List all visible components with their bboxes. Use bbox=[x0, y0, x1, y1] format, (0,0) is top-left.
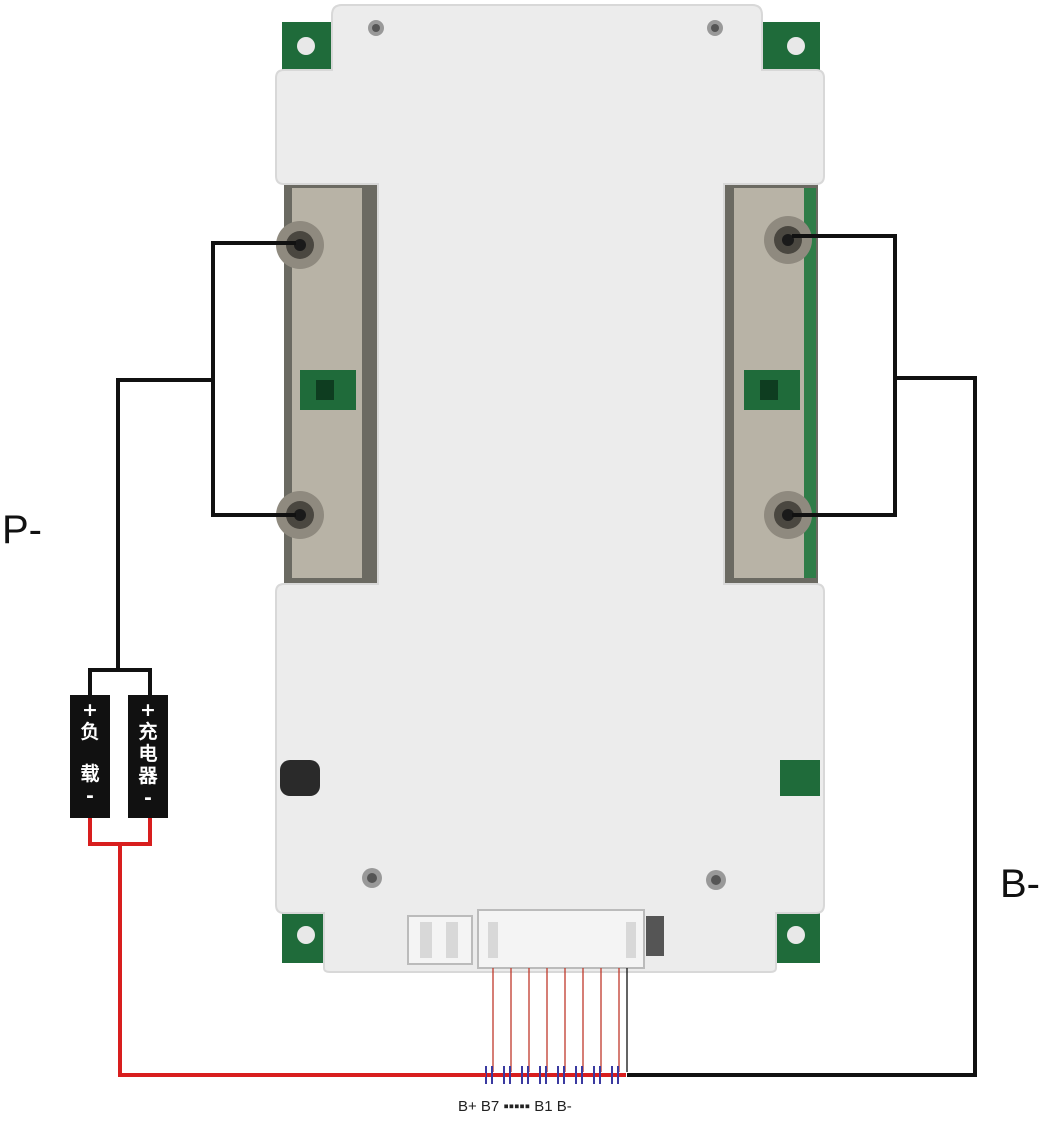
red-positive-wires bbox=[88, 818, 486, 1077]
b-minus-label: B- bbox=[1000, 862, 1040, 906]
connector-icon bbox=[407, 909, 664, 969]
charger-char-1: 充 bbox=[138, 721, 158, 743]
b-minus-wires bbox=[627, 234, 977, 1077]
bms-board bbox=[275, 4, 825, 973]
load-plus: + bbox=[82, 699, 98, 721]
balance-wires bbox=[492, 968, 628, 1072]
charger-char-3: 器 bbox=[138, 765, 158, 787]
balance-pin-bar bbox=[484, 1066, 626, 1084]
mounting-hole-icon bbox=[362, 20, 726, 890]
balance-pins-label: B+ B7 ▪▪▪▪▪ B1 B- bbox=[458, 1098, 572, 1115]
load-char-2: 载 bbox=[80, 763, 100, 785]
charger-plus: + bbox=[140, 699, 156, 721]
p-minus-label: P- bbox=[2, 508, 42, 552]
left-notch bbox=[280, 760, 320, 796]
p-minus-wires bbox=[88, 241, 296, 695]
pcb-corners bbox=[282, 22, 820, 963]
load-char-1: 负 bbox=[80, 721, 100, 743]
charger-minus: - bbox=[144, 787, 152, 809]
load-block: + 负 载 - bbox=[70, 695, 110, 818]
charger-block: + 充 电 器 - bbox=[128, 695, 168, 818]
load-minus: - bbox=[86, 785, 94, 807]
charger-char-2: 电 bbox=[138, 743, 158, 765]
right-notch bbox=[780, 760, 820, 796]
screw-terminal-icon bbox=[276, 216, 812, 539]
